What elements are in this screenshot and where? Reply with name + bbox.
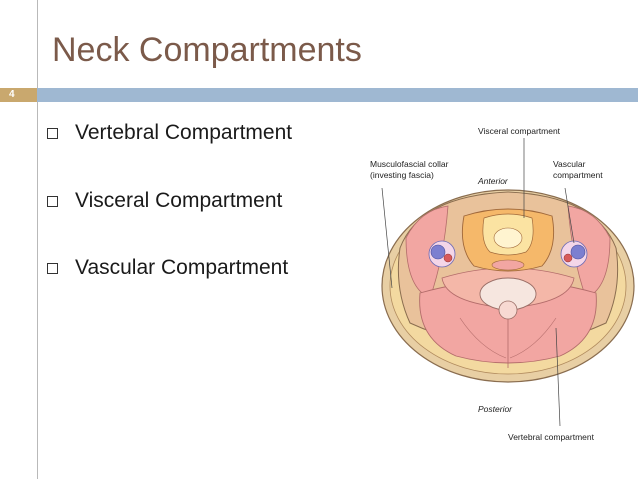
jugular-vein-right [570,244,586,260]
label-vascular-line2: compartment [553,170,603,180]
bullet-box-icon [47,262,58,274]
bullet-box-icon [47,195,58,207]
bullet-item: Visceral Compartment [47,189,282,213]
esophagus [491,259,525,271]
label-posterior: Posterior [478,404,513,414]
label-visceral: Visceral compartment [478,126,561,136]
neck-cross-section-figure: Visceral compartment Musculofascial coll… [360,118,638,448]
slide-number: 4 [0,88,37,102]
bullet-label: Vertebral Compartment [75,121,293,144]
carotid-artery-right [563,253,573,263]
spinal-cord [498,300,518,320]
jugular-vein-left [430,244,446,260]
leader-vertebral [555,327,561,427]
neck-cross-section-illustration: Visceral compartment Musculofascial coll… [370,126,635,442]
label-vertebral: Vertebral compartment [508,432,595,442]
bullet-item: Vertebral Compartment [47,121,292,145]
carotid-artery-left [443,253,453,263]
posterior-muscle-lines [459,317,557,359]
label-anterior: Anterior [477,176,509,186]
slide-left-rule [37,0,38,479]
label-collar-line1: Musculofascial collar [370,159,449,169]
bullet-label: Visceral Compartment [75,189,283,212]
label-vascular-line1: Vascular [553,159,586,169]
title-underline-bar [37,88,638,102]
slide-title: Neck Compartments [52,31,362,69]
leader-vascular [564,187,575,244]
tracheal-lumen [493,227,523,249]
bullet-box-icon [47,127,58,139]
label-collar-line2: (investing fascia) [370,170,434,180]
bullet-label: Vascular Compartment [75,256,289,279]
bullet-item: Vascular Compartment [47,256,288,280]
leader-collar [381,187,393,289]
